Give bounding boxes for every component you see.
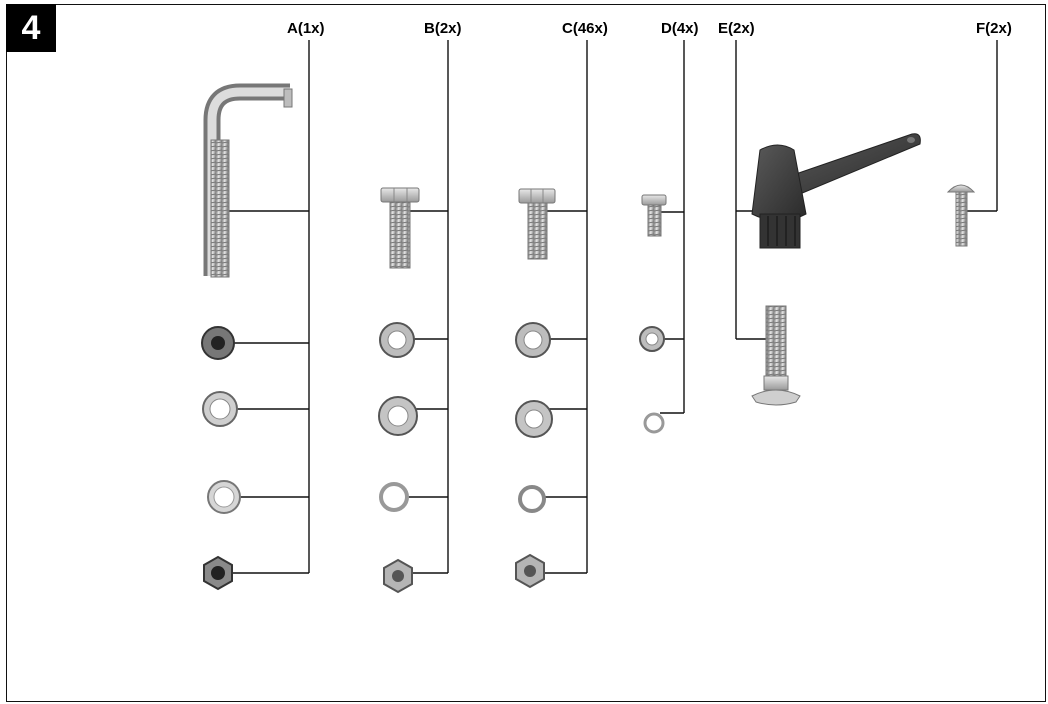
figure-frame (6, 4, 1046, 702)
part-label-d: D(4x) (661, 20, 699, 37)
carriage-bolt-e (751, 305, 801, 406)
washer-b-2 (378, 396, 418, 436)
washer-c-1 (515, 322, 551, 358)
step-number-badge: 4 (6, 4, 56, 52)
spring-washer-b (379, 482, 409, 512)
hex-bolt-c (518, 188, 556, 260)
part-label-b: B(2x) (424, 20, 462, 37)
leader-lines-b (403, 40, 449, 574)
part-label-c: C(46x) (562, 20, 608, 37)
washer-a-2 (207, 480, 241, 514)
hex-nut-c (515, 553, 545, 589)
washer-b-1 (379, 322, 415, 358)
washer-c-2 (515, 400, 553, 438)
clamping-lever-e (751, 133, 921, 249)
washer-a-1 (202, 391, 238, 427)
leader-lines-a (228, 40, 310, 574)
lock-nut-a-1 (201, 326, 235, 360)
washer-d (639, 326, 665, 352)
hook-bolt-a (203, 83, 293, 278)
hex-bolt-d (641, 194, 667, 237)
lock-nut-a-2 (203, 555, 233, 591)
hex-nut-b (383, 558, 413, 594)
leader-lines-d (658, 40, 685, 414)
spring-washer-d (643, 412, 665, 434)
leader-lines-f (962, 40, 998, 212)
spring-washer-c (518, 485, 546, 513)
part-label-a: A(1x) (287, 20, 325, 37)
part-label-f: F(2x) (976, 20, 1012, 37)
screw-f (946, 184, 976, 247)
hex-bolt-b (380, 187, 420, 269)
leader-lines-c (540, 40, 588, 574)
part-label-e: E(2x) (718, 20, 755, 37)
